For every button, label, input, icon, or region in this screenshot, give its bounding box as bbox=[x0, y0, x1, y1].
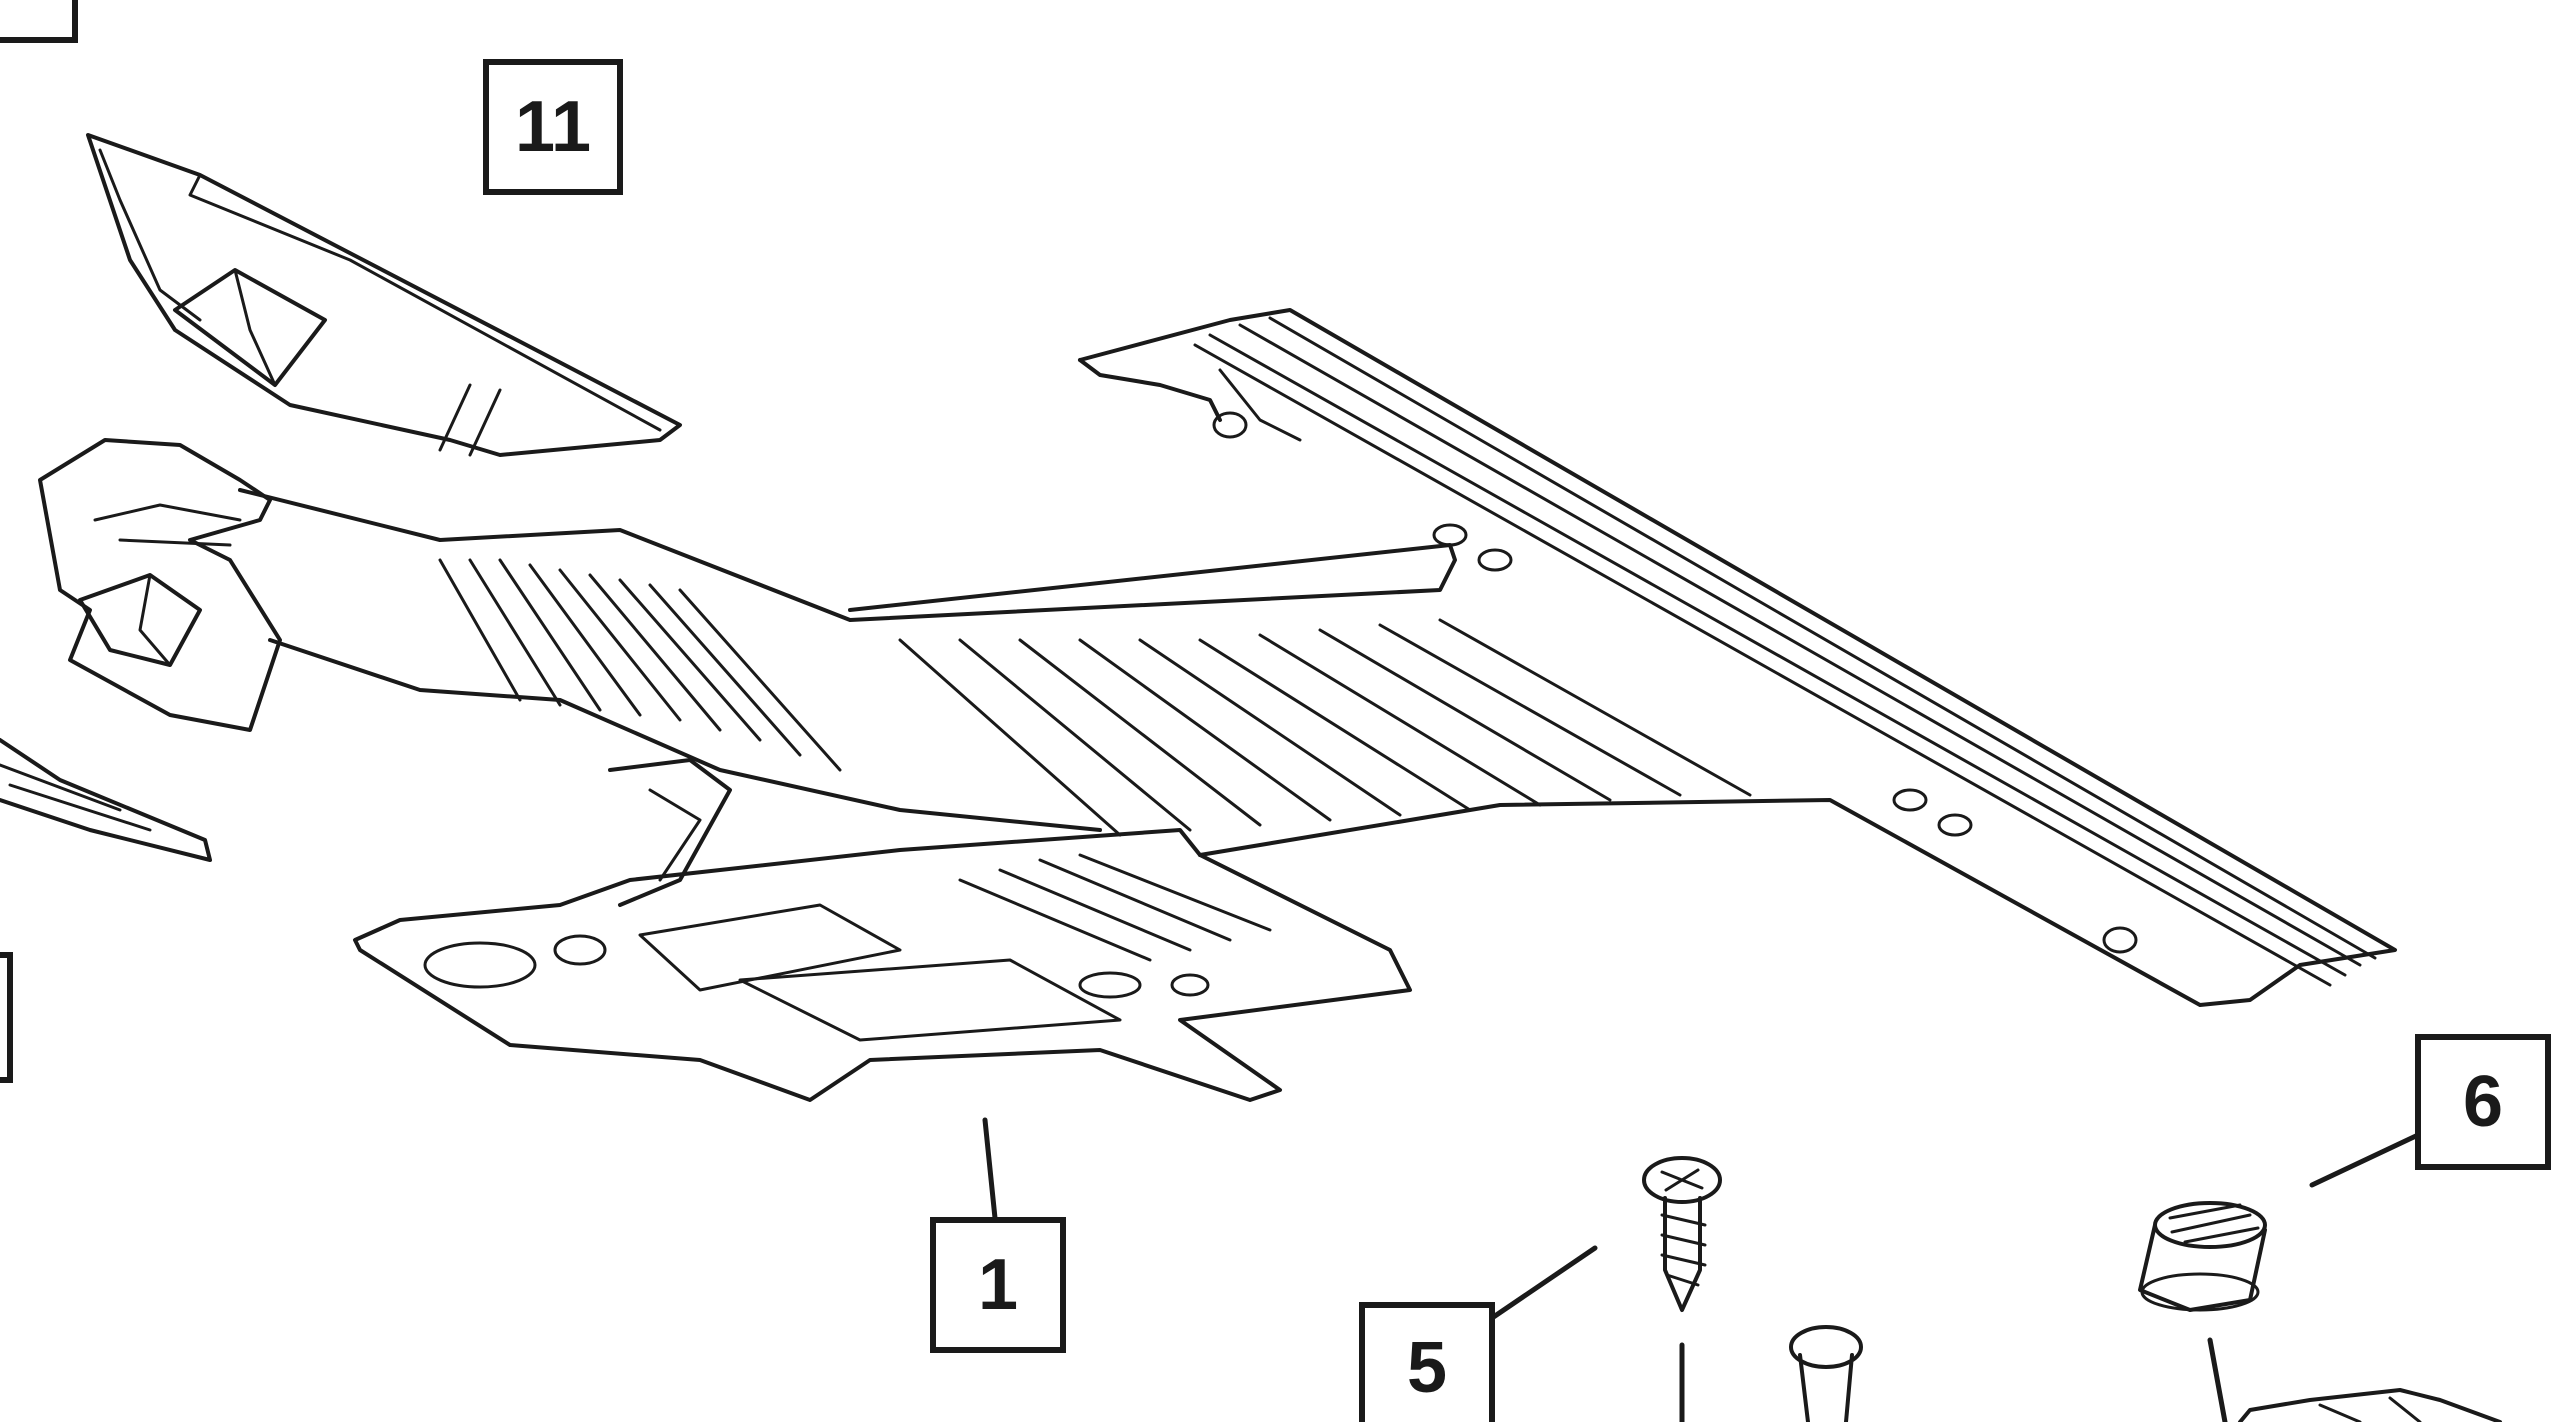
callout-5-label: 5 bbox=[1407, 1328, 1447, 1408]
part-6-grommet bbox=[2138, 1201, 2267, 1422]
tunnel-ribs bbox=[438, 558, 842, 772]
callout-1: 1 bbox=[930, 1117, 1066, 1353]
callout-11-label: 11 bbox=[515, 87, 591, 167]
part-5-screw bbox=[1642, 1156, 1722, 1422]
floor-ribs bbox=[898, 618, 1752, 837]
part-11-trim-panel bbox=[86, 133, 682, 457]
partial-part-bottom-right bbox=[2238, 1388, 2502, 1422]
part-clip bbox=[1789, 1325, 1863, 1422]
callout-6-label: 6 bbox=[2463, 1062, 2503, 1142]
partial-part-left-edge bbox=[0, 738, 212, 862]
partial-callout-left bbox=[0, 952, 13, 1083]
callout-5: 5 bbox=[1359, 1245, 1598, 1422]
partial-callout-top-left bbox=[0, 0, 78, 43]
callout-1-label: 1 bbox=[978, 1245, 1018, 1325]
callout-6: 6 bbox=[2309, 1034, 2551, 1188]
part-1-floor-pan bbox=[38, 308, 2397, 1102]
callout-11: 11 bbox=[483, 59, 623, 195]
